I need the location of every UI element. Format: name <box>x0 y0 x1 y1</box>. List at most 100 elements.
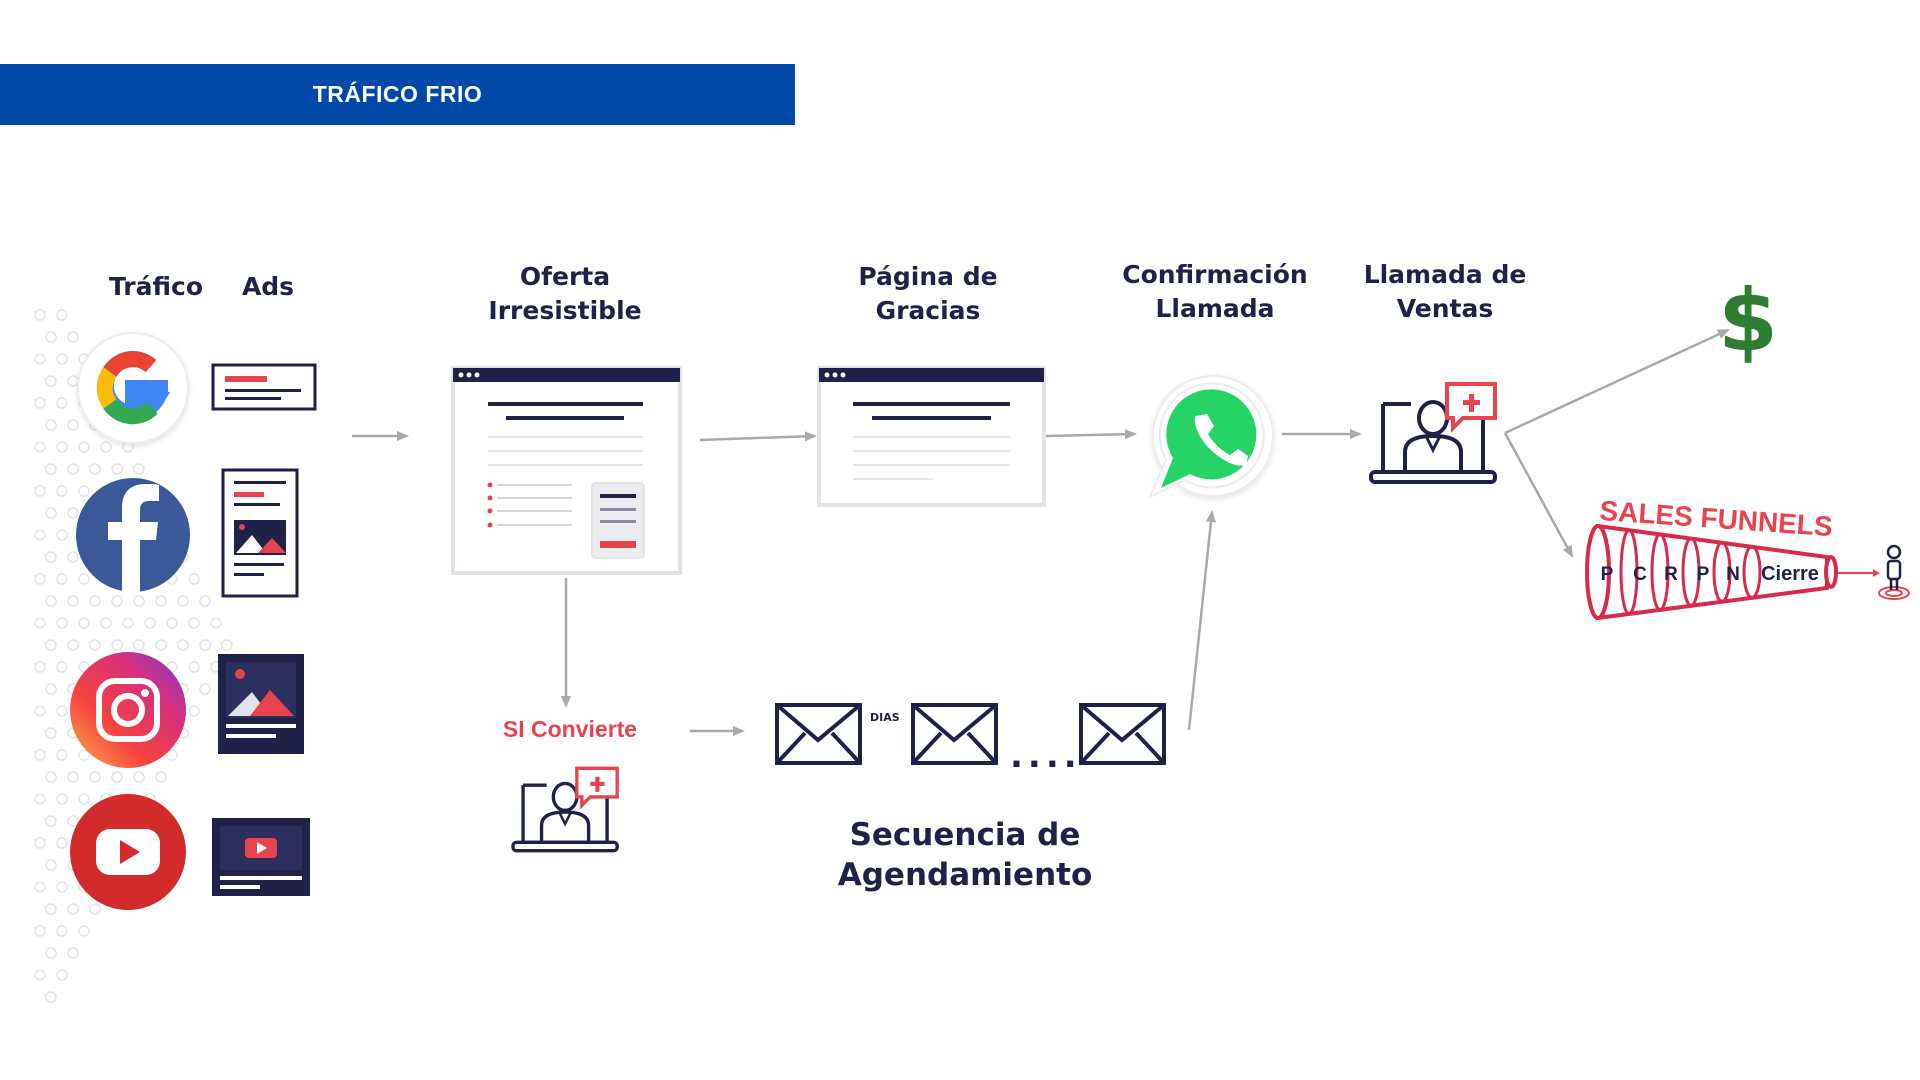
decorative-dot <box>133 463 145 475</box>
decorative-dot <box>56 881 68 893</box>
arrow-oferta-to-gracias <box>699 431 817 442</box>
google-icon <box>77 332 189 444</box>
decorative-dot <box>56 705 68 717</box>
decorative-dot <box>34 705 46 717</box>
decorative-dot <box>188 661 200 673</box>
label-secuencia-de-agendamiento: Secuencia de Agendamiento <box>837 817 1093 893</box>
decorative-dot <box>67 903 79 915</box>
decorative-dot <box>78 573 90 585</box>
decorative-dot <box>67 375 79 387</box>
label-ads: Ads <box>241 272 295 301</box>
decorative-dot <box>188 705 200 717</box>
whatsapp-icon <box>1148 375 1274 500</box>
decorative-dot <box>56 441 68 453</box>
decorative-dot <box>34 573 46 585</box>
decorative-dot <box>122 617 134 629</box>
arrow-gracias-to-whatsapp <box>1045 429 1137 440</box>
decorative-dot <box>45 375 57 387</box>
ellipsis-dots: .... <box>1010 736 1082 776</box>
decorative-dot <box>56 309 68 321</box>
decorative-dot <box>166 661 178 673</box>
decorative-dot <box>89 463 101 475</box>
decorative-dot <box>34 661 46 673</box>
arrow-llamada-to-dollar <box>1504 328 1730 435</box>
gracias-page-icon <box>817 366 1046 507</box>
decorative-dot <box>45 463 57 475</box>
decorative-dot <box>56 529 68 541</box>
decorative-dot <box>56 793 68 805</box>
decorative-dot <box>34 881 46 893</box>
decorative-dot <box>45 859 57 871</box>
decorative-dot <box>56 397 68 409</box>
ad-video-icon <box>212 818 310 896</box>
decorative-dot <box>34 617 46 629</box>
decorative-dot <box>67 639 79 651</box>
decorative-dot <box>89 903 101 915</box>
decorative-dot <box>34 969 46 981</box>
decorative-dot <box>34 309 46 321</box>
label-confirmacion-llamada: Confirmación Llamada <box>1122 260 1308 323</box>
email-icon-1 <box>775 703 862 765</box>
decorative-dot <box>34 397 46 409</box>
label-pagina-de-gracias: Página de Gracias <box>858 262 998 325</box>
decorative-dot <box>45 903 57 915</box>
decorative-dot <box>133 639 145 651</box>
decorative-dot <box>155 639 167 651</box>
decorative-dot <box>210 617 222 629</box>
ad-image-icon <box>218 654 304 754</box>
decorative-dot <box>78 749 90 761</box>
decorative-dot <box>100 617 112 629</box>
decorative-dot <box>78 661 90 673</box>
decorative-dot <box>67 947 79 959</box>
decorative-dot <box>67 551 79 563</box>
decorative-dot <box>34 441 46 453</box>
ad-post-icon <box>221 468 299 598</box>
decorative-dot <box>133 771 145 783</box>
decorative-dot <box>45 331 57 343</box>
decorative-dot <box>45 595 57 607</box>
decorative-dot <box>166 749 178 761</box>
arrow-funnel-to-customer-head <box>1873 569 1880 577</box>
decorative-dot <box>221 639 233 651</box>
oferta-page-icon <box>451 366 682 575</box>
decorative-dot <box>89 639 101 651</box>
funnel-stage-6: Cierre <box>1761 563 1819 585</box>
funnel-stage-1: P <box>1601 564 1614 585</box>
facebook-icon <box>76 478 190 592</box>
decorative-dot <box>45 815 57 827</box>
funnel-divider-1 <box>1619 528 1639 616</box>
label-dias: DIAS <box>870 711 900 724</box>
funnel-divider-4 <box>1712 541 1732 603</box>
email-icon-2 <box>911 703 998 765</box>
decorative-dot <box>34 529 46 541</box>
decorative-dot <box>100 441 112 453</box>
decorative-dot <box>111 463 123 475</box>
arrow-emails-to-whatsapp <box>1187 510 1216 731</box>
decorative-dot <box>45 727 57 739</box>
ad-banner-icon <box>211 363 317 411</box>
decorative-dot <box>67 815 79 827</box>
label-llamada-de-ventas: Llamada de Ventas <box>1363 260 1527 323</box>
dollar-sign-icon: $ <box>1718 271 1778 371</box>
decorative-dot <box>89 771 101 783</box>
funnel-stage-3: R <box>1664 564 1678 585</box>
decorative-dot <box>45 639 57 651</box>
decorative-dot <box>56 353 68 365</box>
decorative-dot <box>67 771 79 783</box>
label-oferta-irresistible: Oferta Irresistible <box>488 262 642 325</box>
decorative-dot <box>67 595 79 607</box>
decorative-dot <box>78 925 90 937</box>
decorative-dot <box>45 551 57 563</box>
decorative-dot <box>56 969 68 981</box>
label-si-convierte: SI Convierte <box>502 716 638 742</box>
title-banner <box>0 64 795 125</box>
decorative-dot <box>188 573 200 585</box>
decorative-dot <box>199 683 211 695</box>
youtube-icon <box>70 794 186 910</box>
decorative-dot <box>34 485 46 497</box>
decorative-dot <box>67 419 79 431</box>
decorative-dot <box>155 595 167 607</box>
decorative-dot <box>89 595 101 607</box>
